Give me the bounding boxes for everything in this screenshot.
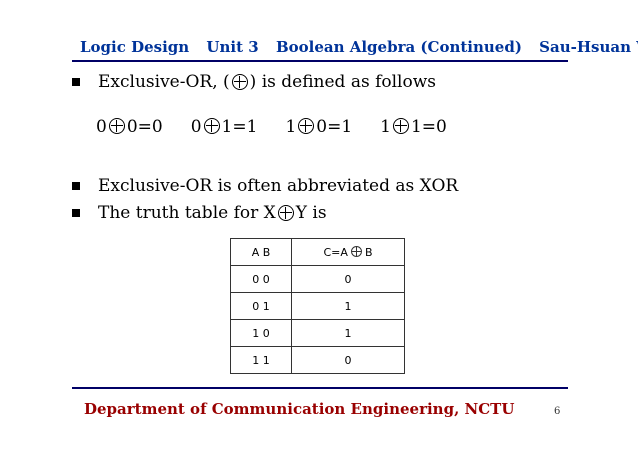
equation-result: 0=0 (126, 117, 163, 137)
equation-result: 1=1 (221, 117, 258, 137)
bullet-text-post: Y is (295, 203, 327, 223)
bullet-xor-abbrev: Exclusive-OR is often abbreviated as XOR (72, 176, 458, 196)
equation-operand: 1 (380, 117, 391, 137)
equation-result: 0=1 (316, 117, 353, 137)
slide-header: Logic Design Unit 3 Boolean Algebra (Con… (80, 38, 638, 56)
header-c-pre: C=A (323, 245, 348, 259)
header-cell-ab: A B (230, 238, 292, 266)
xor-symbol-icon (350, 245, 362, 257)
header-divider (72, 60, 568, 62)
equation-3: 1 0=1 (285, 117, 352, 137)
bullet-xor-definition: Exclusive-OR, ( ) is defined as follows (72, 72, 436, 92)
bullet-square-icon (72, 182, 80, 190)
equation-1: 0 0=0 (96, 117, 163, 137)
cell-c: 1 (291, 319, 405, 347)
xor-truth-table: A B C=A B 0 0 0 0 1 1 1 0 1 1 1 0 (230, 238, 405, 374)
xor-symbol-icon (108, 118, 125, 134)
topic-title: Boolean Algebra (Continued) (275, 38, 522, 56)
page-number: 6 (554, 406, 561, 417)
equation-2: 0 1=1 (191, 117, 258, 137)
xor-symbol-icon (298, 118, 315, 134)
equation-operand: 0 (190, 117, 202, 137)
xor-symbol-icon (203, 118, 220, 134)
footer-divider (72, 387, 568, 389)
equation-operand: 1 (285, 117, 297, 137)
unit-label: Unit 3 (206, 38, 259, 56)
equation-operand: 0 (96, 117, 107, 137)
bullet-text: Exclusive-OR is often abbreviated as XOR (98, 176, 459, 196)
table-row: 1 0 1 (230, 319, 405, 347)
xor-symbol-icon (392, 118, 409, 134)
cell-c: 1 (291, 292, 405, 320)
bullet-text-pre: Exclusive-OR, ( (98, 72, 230, 92)
bullet-text-post: ) is defined as follows (249, 72, 437, 92)
cell-ab: 0 0 (230, 265, 292, 293)
table-row: 0 1 1 (230, 292, 405, 320)
xor-symbol-icon (231, 74, 248, 90)
cell-c: 0 (291, 265, 405, 293)
header-c-post: B (364, 245, 373, 259)
header-cell-c: C=A B (291, 238, 405, 266)
cell-ab: 0 1 (230, 292, 292, 320)
table-header-row: A B C=A B (230, 238, 405, 266)
xor-symbol-icon (277, 205, 294, 221)
xor-equations: 0 0=0 0 1=1 1 0=1 1 1=0 (96, 117, 457, 137)
author-name: Sau-Hsuan Wu (539, 38, 638, 56)
table-row: 0 0 0 (230, 265, 405, 293)
bullet-truth-table-intro: The truth table for X Y is (72, 203, 327, 223)
equation-4: 1 1=0 (380, 117, 447, 137)
bullet-text-pre: The truth table for X (98, 203, 276, 223)
bullet-square-icon (72, 209, 80, 217)
cell-ab: 1 0 (230, 319, 292, 347)
cell-ab: 1 1 (230, 346, 292, 374)
equation-result: 1=0 (410, 117, 447, 137)
bullet-square-icon (72, 78, 80, 86)
table-row: 1 1 0 (230, 346, 405, 374)
cell-c: 0 (291, 346, 405, 374)
footer-department: Department of Communication Engineering,… (84, 400, 515, 418)
course-title: Logic Design (80, 38, 190, 56)
